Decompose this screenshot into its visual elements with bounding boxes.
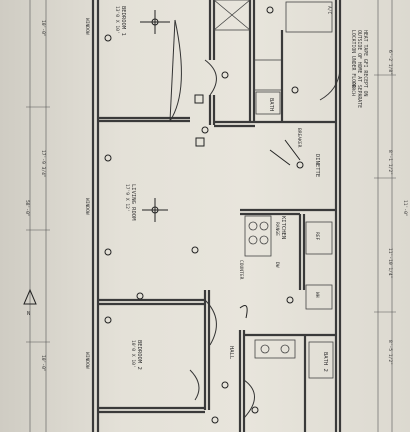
outlet-symbol [286, 296, 294, 304]
room-label-bedroom1: BEDROOM 1 [120, 6, 126, 36]
room-size-living: 17'9 X 12' [124, 184, 130, 212]
label-window: WINDOW [84, 352, 90, 369]
label-window: WINDOW [84, 198, 90, 215]
outlet-symbol [291, 86, 299, 94]
dimension-right-c: 11'-10 1/4" [387, 248, 393, 278]
dimension-right-d: 8'-5 1/2" [387, 340, 393, 365]
switch-symbol [269, 139, 301, 166]
dimension-top-b: 17'-9 3/4" [40, 150, 46, 178]
burner [259, 235, 269, 245]
range-unit [244, 215, 272, 257]
label-porch: PORCH [350, 82, 356, 96]
outlet-symbol [221, 381, 229, 389]
door-swing-bedroom2 [204, 299, 217, 346]
outlet-symbol [296, 161, 304, 169]
bath-tub [255, 91, 281, 115]
burner [259, 221, 269, 231]
room-label-living: LIVING ROOM [130, 184, 136, 221]
note-line-2: OUTSIDE OF HOME AT SEPARATE [356, 30, 362, 108]
dimension-right-e: 11'-0" [402, 200, 408, 217]
room-label-kitchen: KITCHEN [280, 216, 286, 239]
door-swing-closet [204, 59, 217, 96]
door-swing-exterior [319, 69, 341, 101]
note-line-1: HEAT TAPE GFI RECEPT ON [362, 30, 368, 97]
outlet-symbol [104, 34, 112, 42]
burner [248, 221, 258, 231]
refrigerator [305, 221, 333, 255]
room-label-bath2: BATH 2 [322, 352, 328, 372]
outlet-symbol [251, 406, 259, 414]
closet-top [213, 0, 251, 31]
label-breaker: BREAKER [296, 128, 302, 148]
ceiling-fan-bedroom1 [140, 10, 170, 34]
outlet-symbol [201, 126, 209, 134]
sink [280, 344, 290, 354]
label-dw: DW [274, 262, 280, 268]
note-line-3: LOCATION UNDER FLOOR [350, 30, 356, 88]
outlet-symbol [191, 246, 199, 254]
dimension-right-a: 6'-2 1/8" [387, 50, 393, 75]
outlet-symbol [104, 154, 112, 162]
room-size-bedroom2: 10'0 X 10' [130, 340, 136, 368]
burner [248, 235, 258, 245]
outlet-symbol [104, 248, 112, 256]
bath2-tub [308, 341, 334, 379]
light-fixture-symbol [239, 305, 248, 319]
utility-area [285, 1, 333, 33]
door-swing-closet2 [189, 369, 200, 401]
closet-cross [213, 0, 251, 31]
dimension-top-a: 10'-0" [40, 20, 46, 37]
room-label-dinette: DINETTE [314, 154, 320, 177]
label-ref: REF [314, 232, 320, 241]
room-label-bedroom2: BEDROOM 2 [136, 340, 142, 370]
north-arrow-label: N [27, 311, 30, 317]
label-window: WINDOW [84, 18, 90, 35]
label-wh: WH [314, 292, 320, 298]
bath-vanity [253, 59, 283, 91]
dimension-top-c: 10'-0" [40, 355, 46, 372]
dimension-total: 58'-0" [24, 200, 30, 217]
sink [260, 344, 270, 354]
panel-symbol [195, 137, 205, 147]
outlet-symbol [211, 416, 219, 424]
door-swing-hall [243, 379, 255, 419]
water-heater [305, 284, 333, 310]
door-leaf [169, 19, 176, 122]
room-label-bath: BATH [268, 98, 274, 111]
outlet-symbol [104, 316, 112, 324]
ceiling-fan-living [142, 198, 168, 222]
label-counter: COUNTER [238, 260, 244, 280]
panel-symbol [194, 94, 204, 104]
hall-counter [254, 339, 296, 359]
north-arrow-icon [23, 288, 37, 305]
outlet-symbol [136, 292, 144, 300]
room-label-hall: HALL [228, 346, 234, 360]
dimension-right-b: 8'-1 1/2" [387, 150, 393, 175]
room-size-bedroom1: 13'0 X 10' [114, 6, 120, 34]
outlet-symbol [221, 71, 229, 79]
label-range: RANGE [274, 222, 280, 236]
label-ac: A/C [326, 6, 332, 15]
door-swing-bedroom1 [169, 19, 182, 122]
outlet-symbol [266, 6, 274, 14]
